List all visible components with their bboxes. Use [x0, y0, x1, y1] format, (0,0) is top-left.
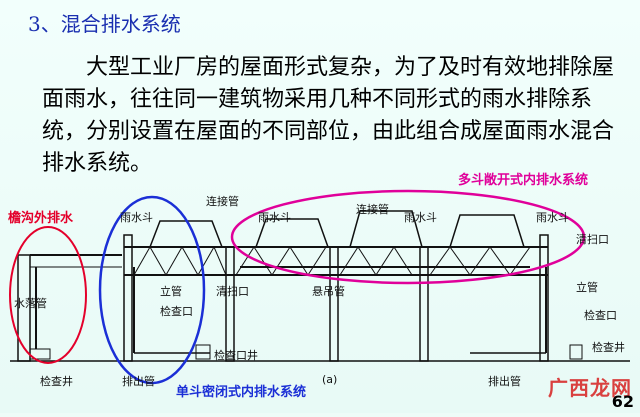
page-number: 62 [611, 392, 634, 411]
truss [133, 246, 531, 276]
skylights [149, 210, 525, 248]
section-heading: 3、混合排水系统 [28, 12, 181, 36]
eave-ellipse [9, 226, 87, 364]
diagram-drawing [9, 189, 630, 385]
label-inspection-well-right: 检查井 [592, 341, 625, 354]
figure-label: (a) [322, 373, 338, 386]
label-connector-1: 连接管 [206, 195, 239, 208]
label-riser-left: 立管 [160, 285, 182, 298]
body-paragraph: 大型工业厂房的屋面形式复杂，为了及时有效地排除屋面雨水，往往同一建筑物采用几种不… [42, 52, 634, 180]
label-hanging-pipe: 悬吊管 [312, 285, 345, 298]
inspection-well-box [195, 344, 211, 360]
label-inspection-well-left: 检查井 [40, 375, 73, 388]
label-cleanout-mid: 清扫口 [216, 285, 249, 298]
label-rain-hopper-4: 雨水斗 [536, 211, 569, 224]
eave-callout: 檐沟外排水 [8, 211, 74, 226]
label-riser-right: 立管 [576, 281, 598, 294]
label-rain-hopper-3: 雨水斗 [404, 211, 437, 224]
label-cleanout-right: 清扫口 [576, 233, 609, 246]
single-hopper-callout: 单斗密闭式内排水系统 [176, 385, 307, 400]
label-rain-hopper-2: 雨水斗 [258, 211, 291, 224]
single-hopper-ellipse [98, 195, 206, 385]
watermark-logo: 广西龙网 [548, 376, 632, 400]
multi-hopper-callout: 多斗敞开式内排水系统 [458, 173, 589, 188]
label-rain-hopper-1: 雨水斗 [120, 211, 153, 224]
label-inspection-port-right: 检查口 [584, 309, 617, 322]
roof-drainage-diagram: 檐沟外排水 多斗敞开式内排水系统 单斗密闭式内排水系统 雨水斗 连接管 雨水斗 … [0, 173, 640, 413]
right-well-box [569, 344, 583, 360]
label-inspection-port-left: 检查口 [160, 305, 193, 318]
label-inspection-port-well: 检查口井 [214, 349, 258, 362]
multi-hopper-ellipse [230, 189, 586, 285]
label-downpipe: 水落管 [14, 297, 47, 310]
label-discharge-right: 排出管 [488, 375, 521, 388]
label-discharge-left: 排出管 [122, 375, 155, 388]
left-wall [17, 254, 31, 362]
paragraph-text: 大型工业厂房的屋面形式复杂，为了及时有效地排除屋面雨水，往往同一建筑物采用几种不… [42, 55, 615, 176]
label-connector-2: 连接管 [356, 203, 389, 216]
